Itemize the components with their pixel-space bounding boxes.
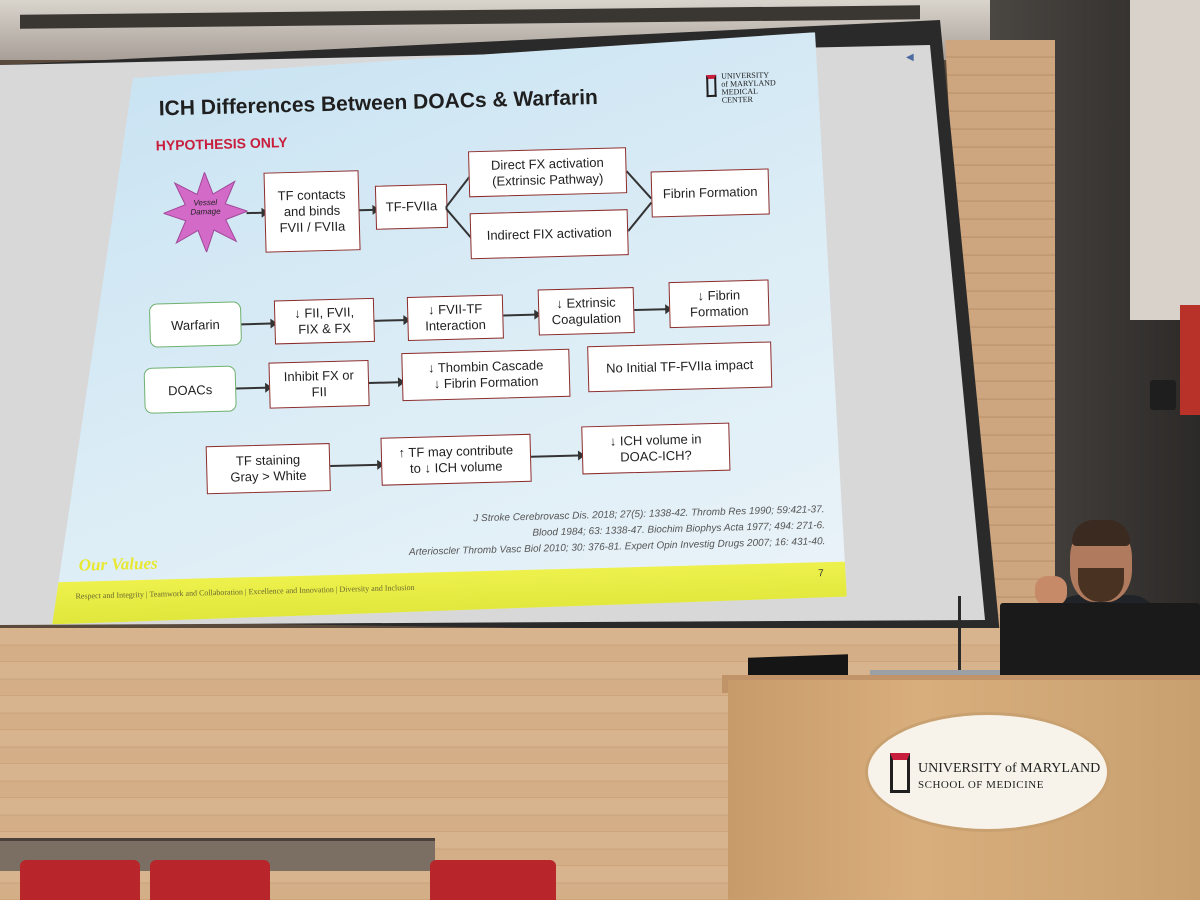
umm-logo: UNIVERSITY of MARYLAND MEDICAL CENTER bbox=[706, 71, 797, 105]
tf-fviia-box: TF-FVIIa bbox=[375, 184, 448, 230]
arrow bbox=[236, 387, 270, 390]
logo-line: CENTER bbox=[721, 94, 753, 105]
warfarin-step-1: ↓ FII, FVII, FIX & FX bbox=[274, 298, 375, 345]
label-line: Damage bbox=[190, 206, 221, 217]
warfarin-step-3: ↓ Extrinsic Coagulation bbox=[538, 287, 635, 335]
doacs-step-1: Inhibit FX or FII bbox=[268, 360, 369, 409]
presentation-slide: ICH Differences Between DOACs & Warfarin… bbox=[37, 32, 847, 625]
arrow bbox=[531, 454, 583, 457]
box-line: Interaction bbox=[425, 316, 487, 334]
umm-logo-mark-icon bbox=[706, 75, 717, 97]
values-title: Our Values bbox=[78, 553, 158, 575]
tf-staining-box: TF staining Gray > White bbox=[206, 443, 331, 494]
warfarin-step-4: ↓ Fibrin Formation bbox=[669, 280, 770, 329]
box-line: Gray > White bbox=[230, 467, 307, 485]
speaker-hand bbox=[1035, 576, 1067, 606]
arrow bbox=[369, 381, 403, 384]
ich-volume-box: ↓ ICH volume in DOAC-ICH? bbox=[581, 423, 730, 475]
projector-icon: ◀ bbox=[906, 52, 914, 63]
box-line: ↓ FII, FVII, bbox=[294, 304, 355, 321]
box-line: ↓ Fibrin bbox=[697, 287, 741, 304]
arrow bbox=[330, 464, 382, 467]
vessel-damage-label: Vessel Damage bbox=[178, 198, 232, 217]
box-line: FIX & FX bbox=[298, 320, 352, 337]
red-chair bbox=[20, 860, 140, 900]
tf-contribute-box: ↑ TF may contribute to ↓ ICH volume bbox=[380, 434, 531, 486]
indirect-fix-box: Indirect FIX activation bbox=[470, 209, 629, 259]
box-line: to ↓ ICH volume bbox=[409, 458, 503, 476]
box-line: FVII / FVIIa bbox=[279, 218, 346, 236]
slide-page-number: 7 bbox=[818, 568, 824, 580]
wall-speaker-device bbox=[1150, 380, 1176, 410]
arrow bbox=[241, 322, 275, 325]
box-line: TF contacts bbox=[277, 186, 346, 204]
slide-title: ICH Differences Between DOACs & Warfarin bbox=[158, 85, 599, 121]
red-chair bbox=[150, 860, 270, 900]
box-line: Coagulation bbox=[551, 310, 622, 328]
box-line: FII bbox=[311, 384, 328, 400]
fibrin-formation-box: Fibrin Formation bbox=[651, 168, 770, 217]
podium-monitor bbox=[1000, 603, 1200, 685]
box-line: Formation bbox=[689, 303, 749, 320]
slide-subtitle: HYPOTHESIS ONLY bbox=[155, 134, 288, 154]
doacs-step-2: ↓ Thombin Cascade ↓ Fibrin Formation bbox=[401, 349, 570, 401]
wall-panel bbox=[1130, 0, 1200, 320]
umd-logo-mark-icon bbox=[890, 753, 910, 793]
branch-arrows bbox=[445, 171, 477, 244]
vessel-damage-starburst bbox=[162, 171, 248, 253]
box-line: Inhibit FX or bbox=[283, 367, 355, 385]
box-line: ↓ Fibrin Formation bbox=[433, 373, 539, 392]
references: J Stroke Cerebrovasc Dis. 2018; 27(5): 1… bbox=[265, 502, 826, 565]
red-chair bbox=[430, 860, 556, 900]
merge-arrows bbox=[626, 162, 656, 239]
warfarin-step-2: ↓ FVII-TF Interaction bbox=[407, 294, 504, 340]
arrow bbox=[374, 319, 408, 322]
warfarin-label: Warfarin bbox=[149, 301, 242, 347]
box-line: (Extrinsic Pathway) bbox=[491, 170, 604, 189]
tf-contacts-box: TF contacts and binds FVII / FVIIa bbox=[264, 170, 361, 252]
arrow bbox=[634, 308, 670, 311]
doacs-step-3: No Initial TF-FVIIa impact bbox=[587, 341, 772, 392]
box-line: DOAC-ICH? bbox=[620, 447, 692, 465]
podium-sign-line-1: UNIVERSITY of MARYLAND bbox=[918, 761, 1101, 776]
podium-sign: UNIVERSITY of MARYLAND SCHOOL OF MEDICIN… bbox=[865, 712, 1110, 832]
box-line: ↓ FVII-TF bbox=[427, 301, 483, 318]
red-wall-stripe bbox=[1180, 305, 1200, 415]
arrow bbox=[503, 314, 539, 317]
podium-sign-line-2: SCHOOL OF MEDICINE bbox=[918, 779, 1044, 791]
box-line: and binds bbox=[283, 202, 341, 220]
box-line: TF staining bbox=[235, 451, 301, 469]
speaker-hair bbox=[1072, 520, 1130, 546]
microphone-stand bbox=[958, 596, 961, 686]
box-line: ↓ Extrinsic bbox=[556, 294, 616, 312]
doacs-label: DOACs bbox=[144, 365, 237, 413]
ceiling-light-strip bbox=[20, 5, 920, 29]
direct-fx-box: Direct FX activation (Extrinsic Pathway) bbox=[468, 147, 627, 197]
speaker-beard bbox=[1078, 568, 1124, 602]
